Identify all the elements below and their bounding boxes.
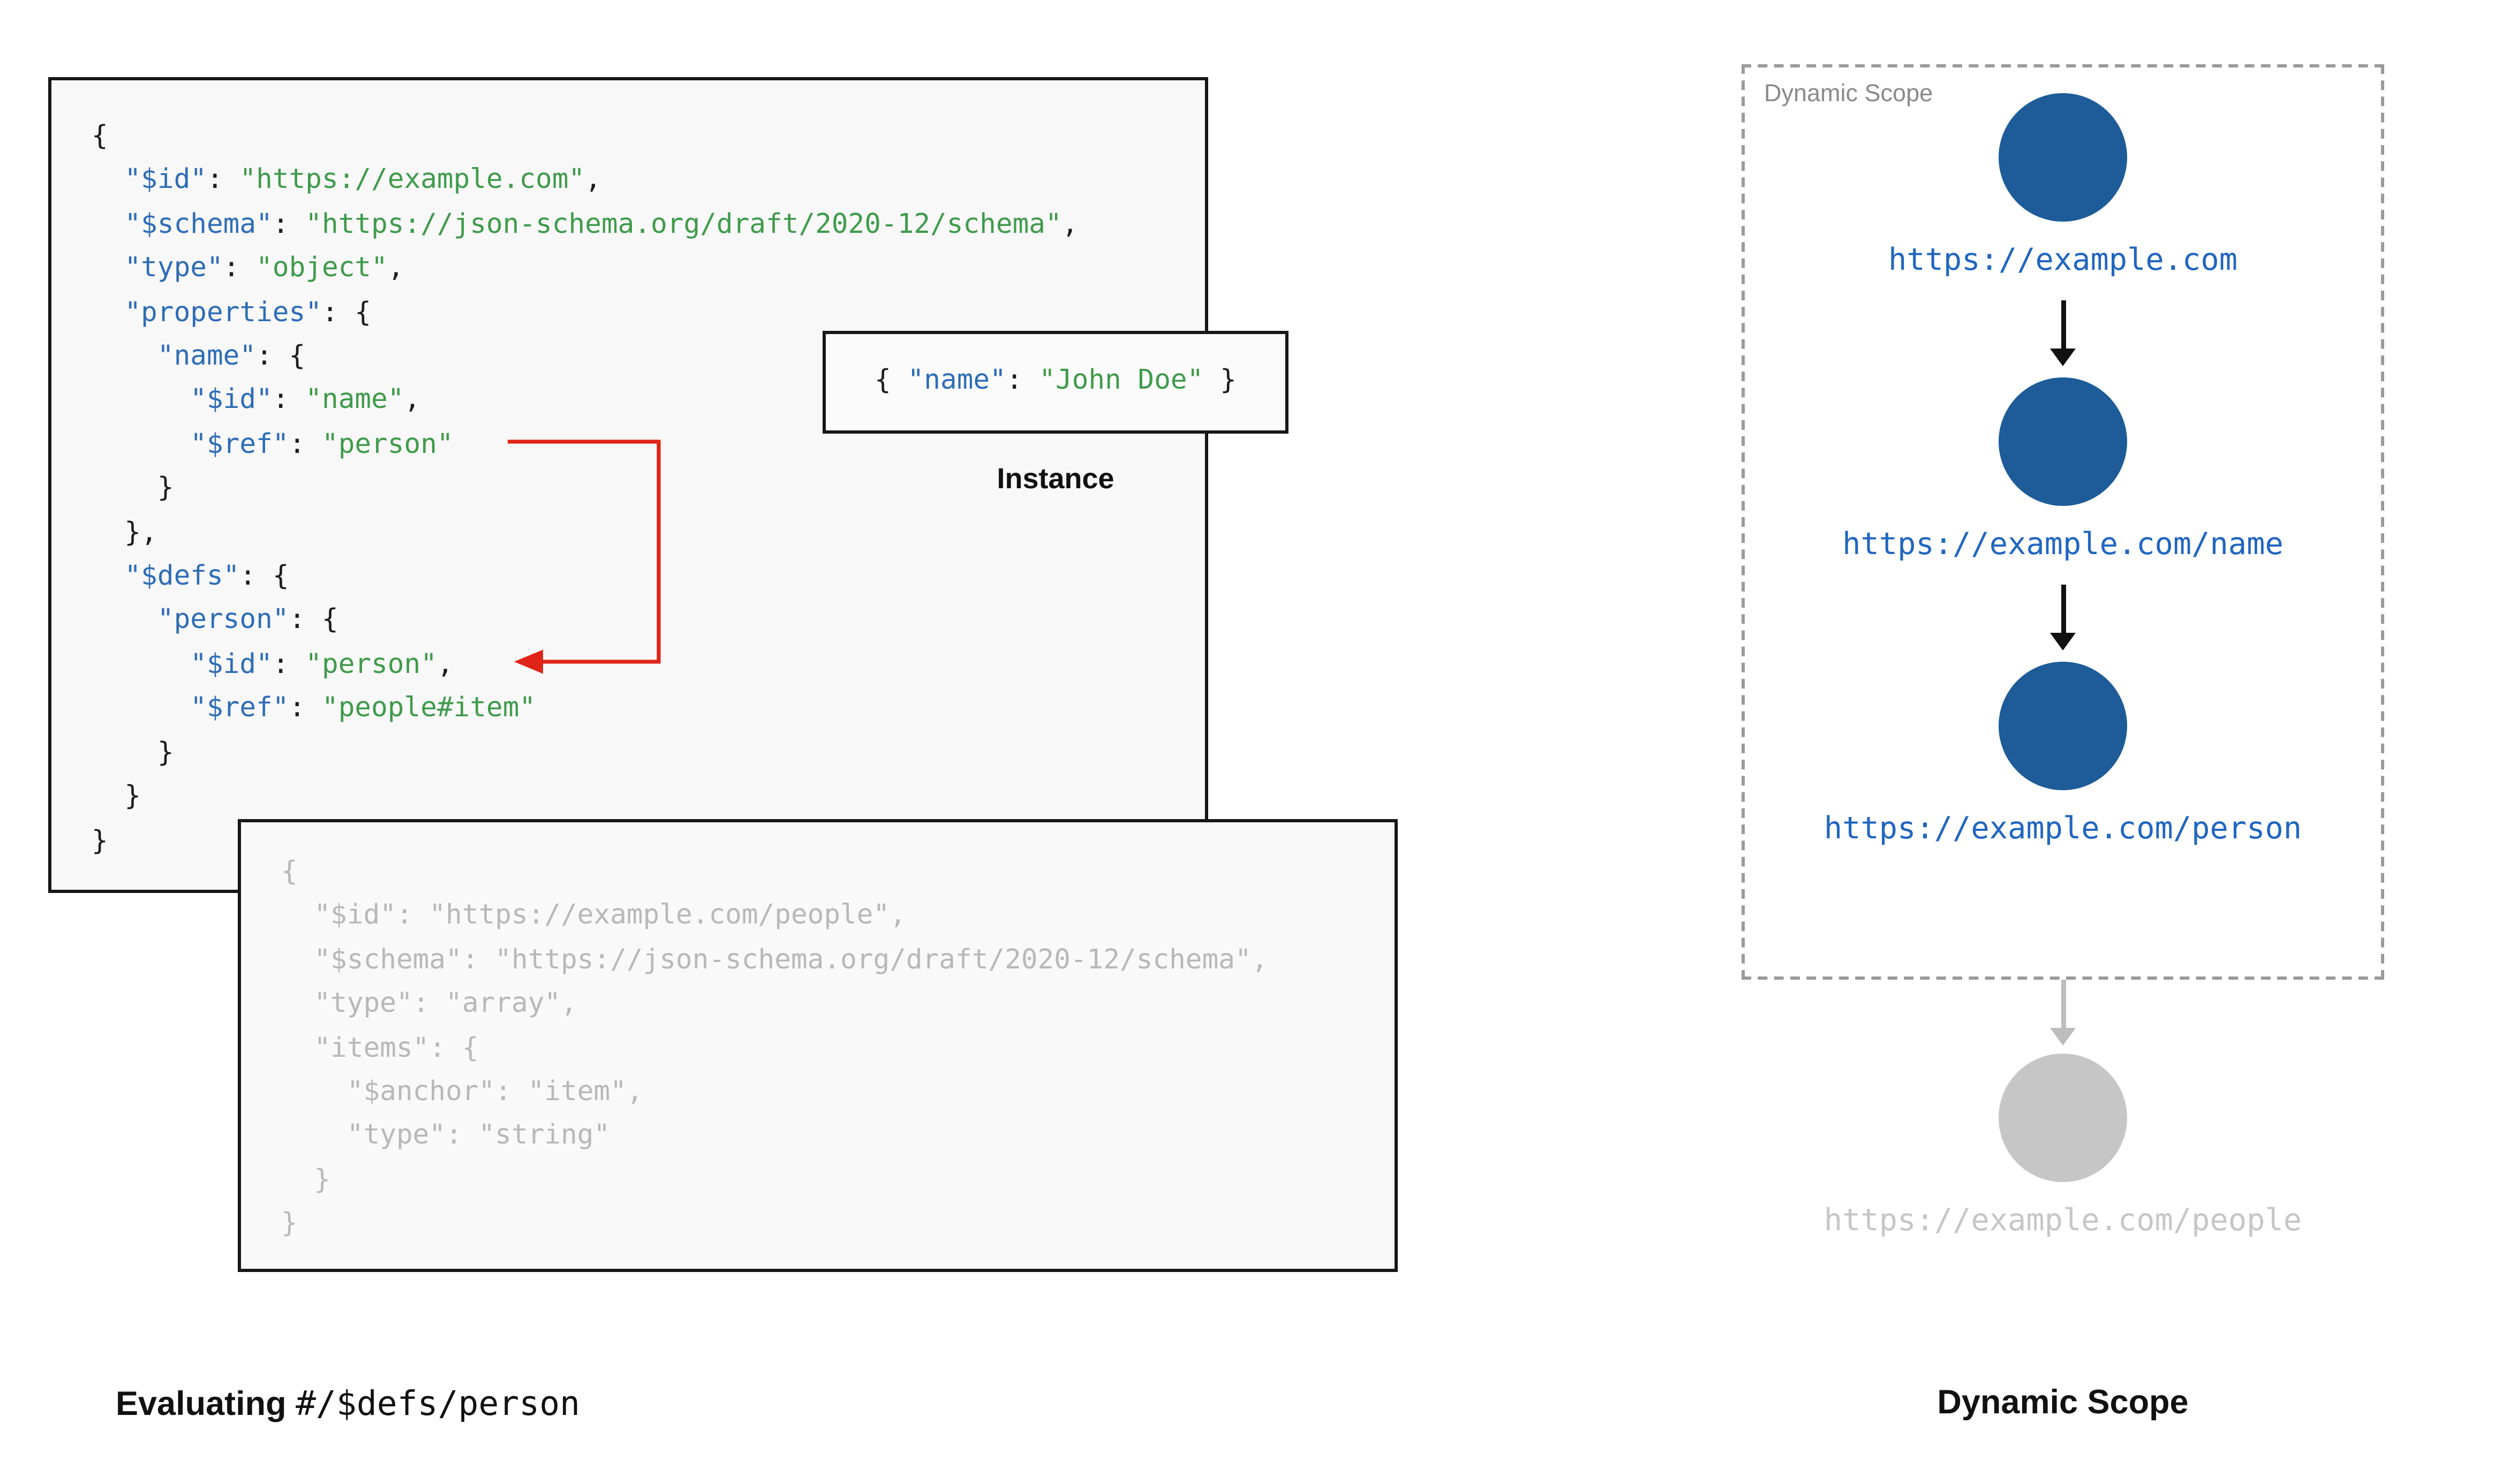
code-line: }	[92, 781, 141, 813]
dynamic-scope-chain: https://example.com https://example.com/n…	[1745, 67, 2381, 976]
code-line: }	[92, 472, 174, 505]
code-line: {	[92, 120, 108, 153]
code-line: "person": {	[157, 604, 338, 637]
code-line: }	[92, 824, 108, 857]
code-line: "$id": "https://example.com",	[124, 164, 602, 197]
code-line: "$defs": {	[124, 561, 289, 593]
code-line: "items": {	[314, 1032, 479, 1064]
scope-node-circle	[1999, 1054, 2127, 1182]
code-line: "$schema": "https://json-schema.org/draf…	[314, 944, 1268, 976]
code-line: "$anchor": "item",	[346, 1076, 643, 1109]
scope-arrow-icon	[2060, 585, 2066, 633]
code-line: "$id": "https://example.com/people",	[314, 900, 906, 933]
scope-arrow-icon	[2060, 300, 2066, 349]
code-line: "type": "object",	[124, 252, 404, 285]
code-line: "$schema": "https://json-schema.org/draf…	[124, 208, 1079, 241]
code-line: "name": {	[157, 340, 306, 373]
dynamic-scope-outer: https://example.com/people	[1742, 976, 2384, 1254]
scope-arrow-gray-icon	[2060, 980, 2066, 1028]
scope-node-circle	[1999, 93, 2127, 222]
scope-node-label: https://example.com	[1888, 243, 2238, 278]
code-line: "$ref": "person"	[190, 428, 454, 461]
people-schema-box: { "$id": "https://example.com/people", "…	[238, 819, 1398, 1272]
left-caption-bold: Evaluating	[116, 1386, 296, 1423]
dynamic-scope-box-title: Dynamic Scope	[1764, 80, 1933, 108]
left-caption: Evaluating #/$defs/person	[116, 1384, 580, 1425]
people-schema-code: { "$id": "https://example.com/people", "…	[281, 851, 1395, 1247]
code-line: "type": "string"	[346, 1120, 611, 1153]
scope-node-circle	[1999, 662, 2127, 790]
scope-node-label: https://example.com/name	[1842, 527, 2284, 562]
instance-label: Instance	[997, 463, 1114, 495]
main-schema-code: { "$id": "https://example.com", "$schema…	[92, 116, 1205, 864]
main-schema-box: { "$id": "https://example.com", "$schema…	[48, 77, 1208, 893]
code-line: }	[281, 1164, 331, 1197]
scope-node-label: https://example.com/person	[1823, 811, 2302, 846]
instance-box: { "name": "John Doe" }	[823, 331, 1288, 434]
code-line: "$id": "person",	[190, 648, 454, 681]
right-caption: Dynamic Scope	[1937, 1384, 2189, 1421]
code-line: "$id": "name",	[190, 384, 421, 417]
left-caption-pointer: #/$defs/person	[296, 1384, 581, 1423]
code-line: {	[281, 856, 298, 888]
code-line: }	[281, 1208, 298, 1240]
scope-node-label: https://example.com/people	[1823, 1203, 2302, 1238]
code-line: }	[92, 737, 174, 769]
code-line: "type": "array",	[314, 988, 577, 1020]
scope-node-circle	[1999, 377, 2127, 506]
instance-code: { "name": "John Doe" }	[875, 365, 1237, 397]
code-line: },	[92, 516, 157, 549]
code-line: "properties": {	[124, 296, 372, 329]
code-line: "$ref": "people#item"	[190, 692, 536, 725]
